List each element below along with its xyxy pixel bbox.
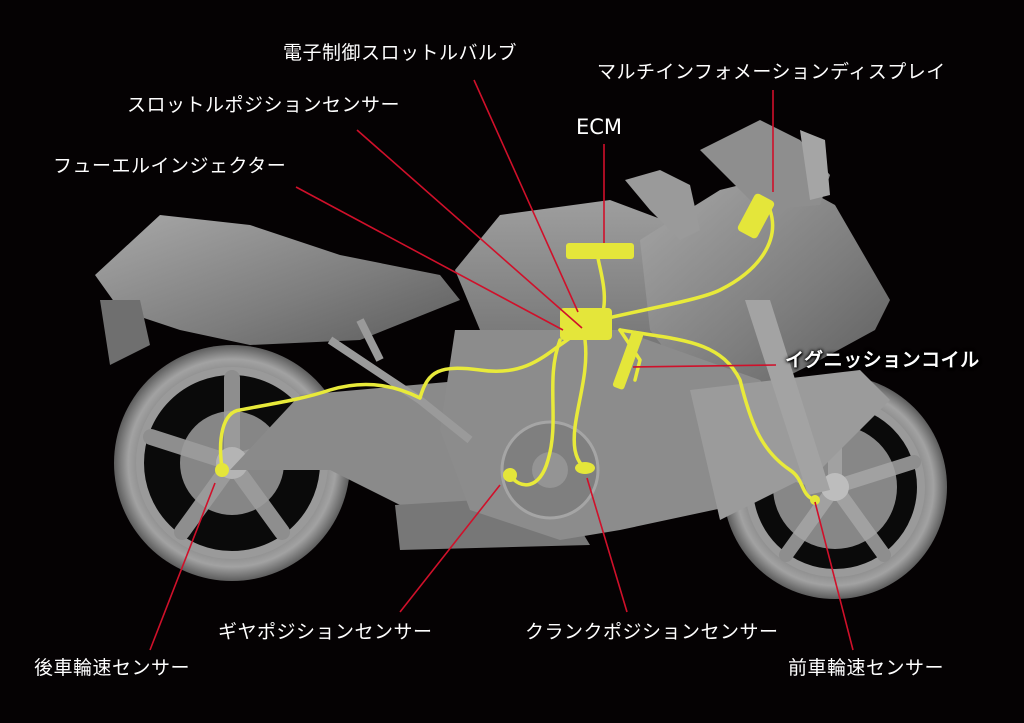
label-throttle-position-sensor: スロットルポジションセンサー [127,94,401,116]
gear-sensor-unit [503,468,517,482]
label-fuel-injector: フューエルインジェクター [53,155,287,177]
throttle-body [560,308,612,340]
rear-sensor-unit [215,463,229,477]
crank-sensor-unit [575,462,595,474]
label-ignition-coil: イグニッションコイル [785,349,980,371]
ignition-coil-unit [612,330,644,390]
components [215,193,820,505]
leader-lines [149,79,854,651]
label-crank-position-sensor: クランクポジションセンサー [525,621,779,643]
label-front-wheel-speed-sensor: 前車輪速センサー [788,657,945,679]
label-rear-wheel-speed-sensor: 後車輪速センサー [34,657,191,679]
label-electronic-throttle-valve: 電子制御スロットルバルブ [283,42,518,64]
ecm-unit [566,243,634,259]
label-multi-information-display: マルチインフォメーションディスプレイ [597,61,946,83]
label-ecm: ECM [576,115,623,139]
front-sensor-unit [810,495,820,505]
label-gear-position-sensor: ギヤポジションセンサー [218,621,433,643]
display-unit [737,193,775,239]
